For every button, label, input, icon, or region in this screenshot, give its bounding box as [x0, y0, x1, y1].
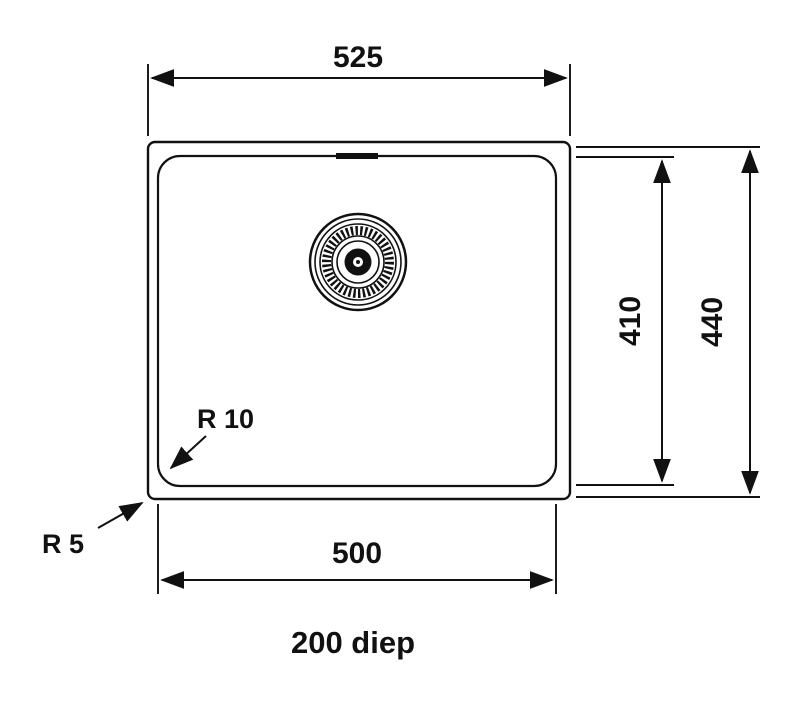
drain-center-pin: [356, 260, 360, 264]
drain-outer-ring: [308, 212, 408, 312]
radius-outer-leader: [97, 502, 144, 529]
depth-note-label: 200 diep: [291, 625, 415, 660]
sink-bowl-outline: [156, 154, 558, 488]
radius-inner-leader: [169, 435, 207, 470]
drain-ring-5: [336, 240, 380, 284]
drain-ring-3: [319, 223, 397, 301]
drain-knurled-band: [322, 226, 394, 298]
overflow-mark: [336, 153, 378, 159]
drain-strainer: [308, 212, 408, 312]
dim-label-inner-width: 500: [332, 537, 382, 570]
radius-label-inner: R 10: [197, 404, 254, 434]
dim-label-outer-width: 525: [333, 41, 383, 74]
drain-ring-4: [331, 235, 385, 289]
sink-outer-outline: [146, 140, 572, 501]
dim-label-inner-height: 410: [614, 296, 647, 346]
radius-label-outer: R 5: [42, 529, 84, 559]
dim-label-outer-height: 440: [696, 297, 729, 347]
drain-ring-2: [314, 218, 402, 306]
